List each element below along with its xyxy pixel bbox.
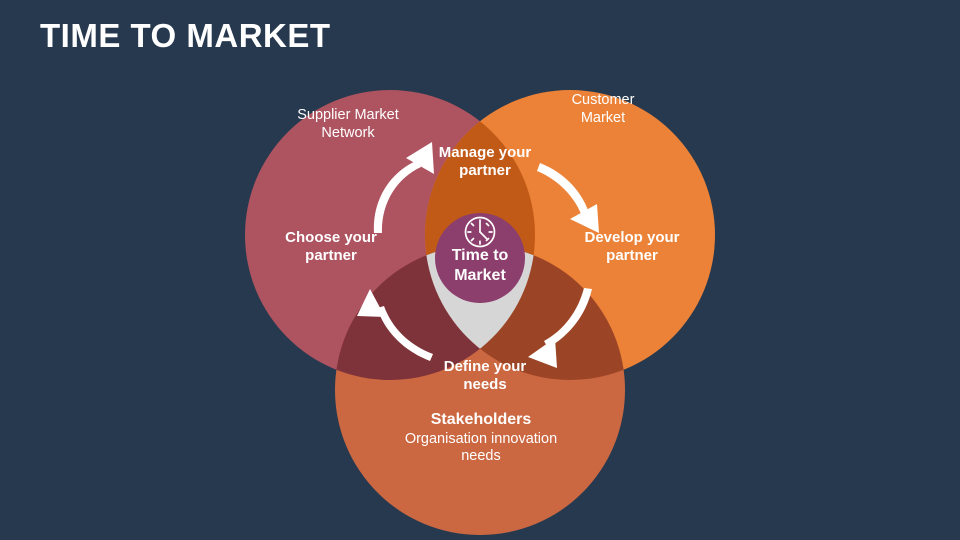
- center-circle: [435, 213, 525, 303]
- arrow-define-to-choose: [357, 289, 433, 361]
- arrow-manage-to-develop: [537, 163, 599, 233]
- overlap-customer-stakeholders: [425, 245, 625, 380]
- arrow-develop-to-define: [528, 288, 592, 368]
- overlap-supplier-stakeholders: [335, 245, 535, 380]
- clock-icon: [464, 216, 496, 248]
- page-title: TIME TO MARKET: [40, 17, 331, 54]
- arrow-choose-to-manage: [373, 142, 434, 233]
